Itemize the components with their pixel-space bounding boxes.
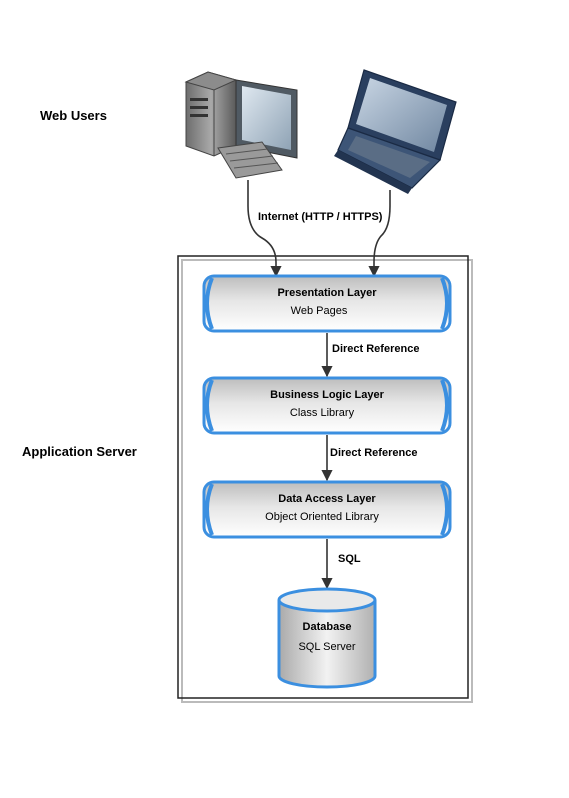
database-subtitle: SQL Server — [298, 641, 356, 653]
sql-edge-label: SQL — [338, 553, 361, 565]
application-server-label: Application Server — [22, 444, 137, 459]
server-frame-shadow — [181, 259, 473, 703]
presentation-layer-box — [202, 274, 452, 333]
data-access-layer-title: Data Access Layer — [278, 493, 376, 505]
data-access-layer-subtitle: Object Oriented Library — [265, 511, 379, 523]
business-logic-layer-title: Business Logic Layer — [270, 389, 384, 401]
direct-reference-label-2: Direct Reference — [330, 447, 418, 459]
data-access-layer-box — [202, 480, 452, 539]
internet-connector-desktop — [247, 180, 282, 278]
laptop-icon — [334, 69, 457, 194]
internet-connector-laptop — [368, 190, 391, 278]
internet-edge-label: Internet (HTTP / HTTPS) — [258, 211, 383, 223]
direct-reference-label-1: Direct Reference — [332, 343, 420, 355]
database-title: Database — [302, 621, 352, 633]
web-users-label: Web Users — [40, 108, 107, 123]
business-logic-layer-box — [202, 376, 452, 435]
presentation-layer-subtitle: Web Pages — [290, 305, 348, 317]
business-logic-layer-subtitle: Class Library — [289, 407, 355, 419]
server-frame — [177, 255, 469, 699]
desktop-computer-icon — [184, 71, 298, 179]
database-cylinder-icon — [277, 587, 377, 689]
presentation-layer-title: Presentation Layer — [277, 287, 377, 299]
